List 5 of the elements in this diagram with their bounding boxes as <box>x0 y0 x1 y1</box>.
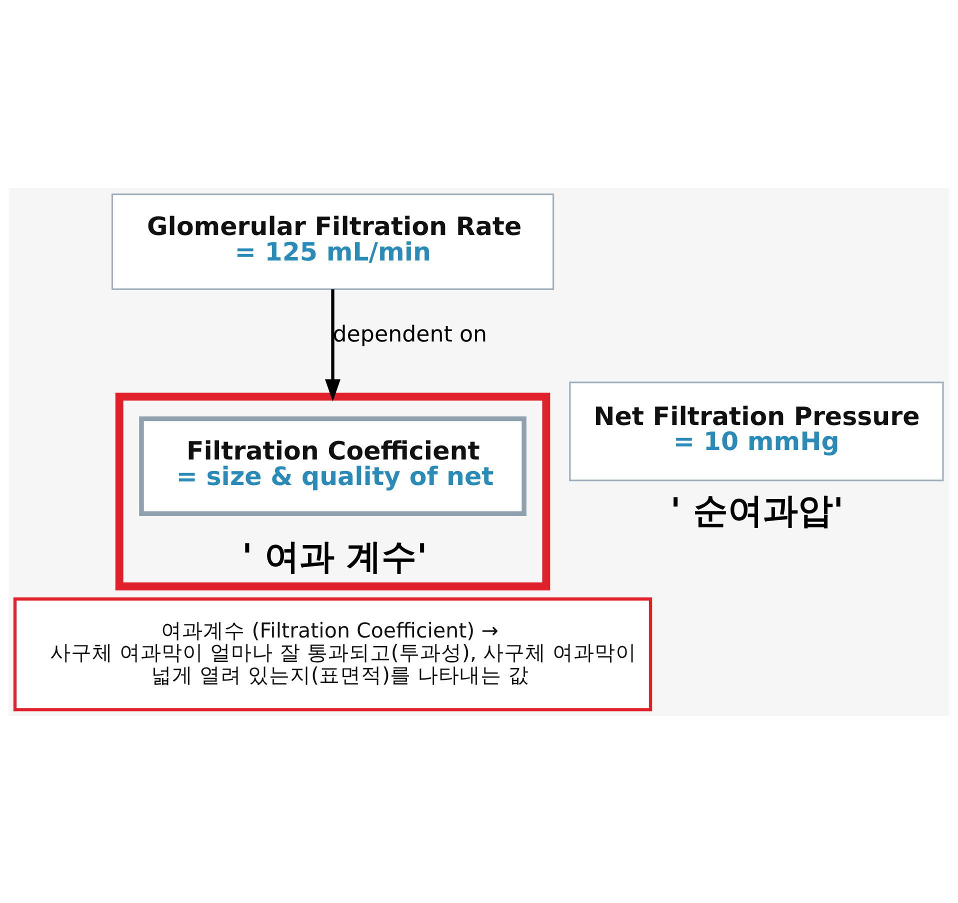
node-box: Glomerular Filtration Rate = 125 mL/min <box>111 193 554 290</box>
node-box: 여과계수 (Filtration Coefficient) → 사구체 여과막이 얼마나 잘 통과되고(투과성), 사구체 여과막이 넓게 열려 있는지(표면적)를 나타내는 값 <box>13 596 652 711</box>
node-box: Filtration Coefficient = size & quality of net <box>139 416 526 516</box>
arrow <box>325 288 341 401</box>
node-label: ' 순여과압' <box>670 491 844 532</box>
